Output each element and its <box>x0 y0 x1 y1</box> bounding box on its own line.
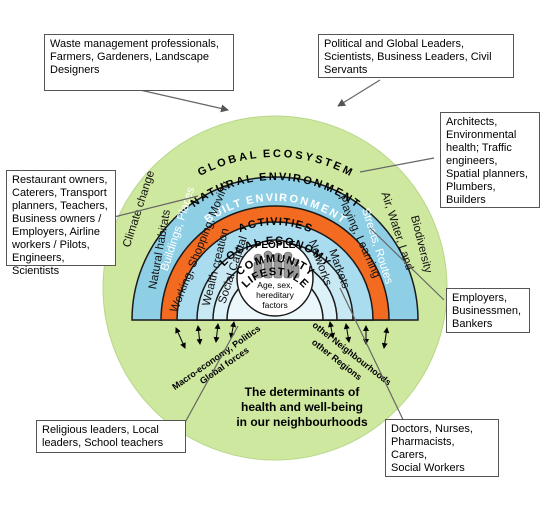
diagram-title-line-2: health and well-being <box>241 400 363 414</box>
callout-employers: Employers, Businessmen, Bankers <box>446 288 530 333</box>
diagram-title-line-3: in our neighbourhoods <box>236 415 368 429</box>
callout-waste-management: Waste management professionals, Farmers,… <box>44 34 234 91</box>
callout-connectors <box>109 79 445 431</box>
callout-restaurant-owners: Restaurant owners, Caterers, Transport p… <box>6 170 116 277</box>
diagram-title-line-1: The determinants of <box>245 385 361 399</box>
callout-political-leaders: Political and Global Leaders, Scientists… <box>318 34 514 78</box>
people-figures-icon <box>253 250 300 279</box>
core-line-2: hereditary <box>256 290 295 300</box>
core-line-3: factors <box>262 300 288 310</box>
callout-doctors: Doctors, Nurses, Pharmacists, Carers, So… <box>385 419 499 477</box>
core-line-1: Age, sex, <box>257 280 292 290</box>
callout-architects: Architects, Environmental health; Traffi… <box>440 112 540 208</box>
callout-religious-leaders: Religious leaders, Local leaders, School… <box>36 420 186 453</box>
people-label: PEOPLE <box>255 240 296 251</box>
